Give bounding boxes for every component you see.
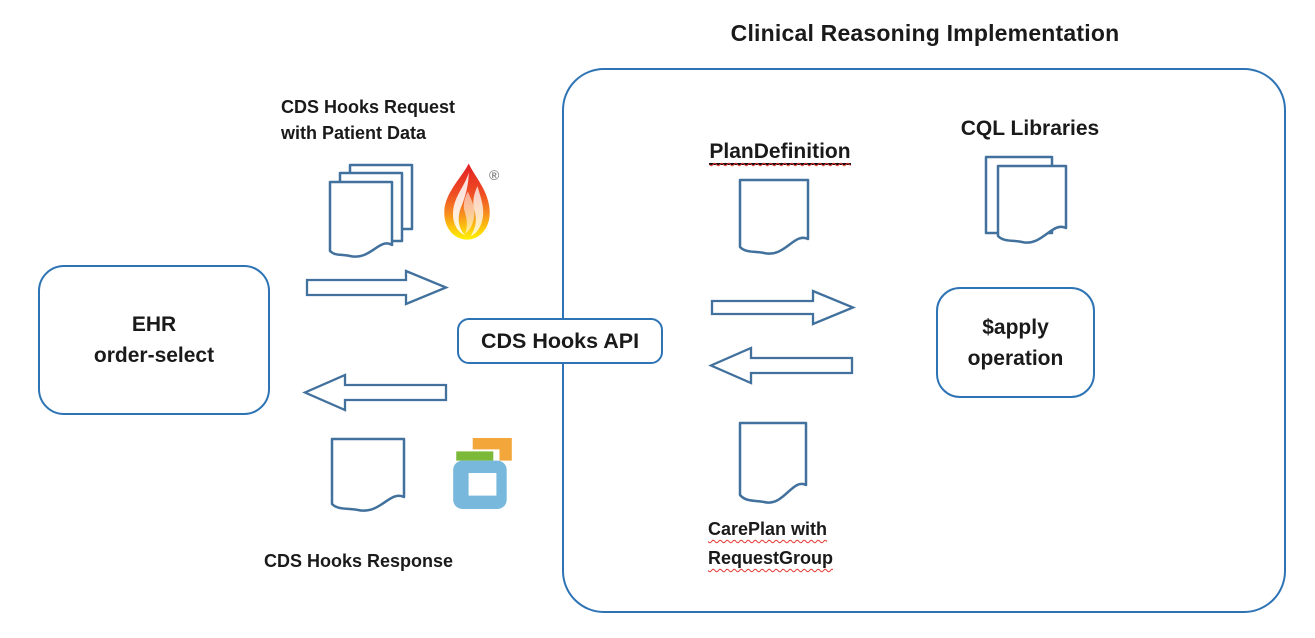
- request-label: CDS Hooks Request with Patient Data: [281, 94, 455, 146]
- cds-hooks-api-node: CDS Hooks API: [457, 318, 663, 364]
- ehr-node: EHR order-select: [38, 265, 270, 415]
- cql-libraries-label: CQL Libraries: [960, 117, 1100, 140]
- ehr-node-label-line1: EHR: [131, 313, 177, 336]
- request-arrow-icon: [305, 269, 450, 306]
- cql-documents-icon: [984, 155, 1068, 249]
- careplan-label: CarePlan with RequestGroup: [708, 515, 833, 573]
- ehr-node-label-line2: order-select: [93, 344, 215, 367]
- careplan-label-line2: RequestGroup: [708, 548, 834, 568]
- careplan-document-icon: [738, 421, 808, 507]
- apply-operation-node: $apply operation: [936, 287, 1095, 398]
- response-arrow-icon: [302, 372, 448, 413]
- apply-operation-label-line1: $apply: [982, 315, 1049, 339]
- cds-hooks-logo-icon: [453, 438, 512, 509]
- plandefinition-label-text: PlanDefinition: [709, 140, 851, 165]
- request-documents-icon: [328, 163, 414, 259]
- response-document-icon: [330, 437, 406, 515]
- plandefinition-document-icon: [738, 178, 810, 258]
- plandefinition-label: PlanDefinition: [680, 140, 880, 165]
- cds-hooks-api-label: CDS Hooks API: [480, 328, 640, 353]
- careplan-label-line1: CarePlan with: [708, 519, 828, 539]
- clinical-reasoning-boundary: [562, 68, 1286, 613]
- response-label: CDS Hooks Response: [264, 551, 454, 571]
- diagram-title: Clinical Reasoning Implementation: [730, 20, 1120, 46]
- apply-operation-label-line2: operation: [967, 346, 1064, 370]
- apply-request-arrow-icon: [710, 289, 857, 326]
- apply-response-arrow-icon: [708, 346, 854, 385]
- request-label-line1: CDS Hooks Request: [281, 97, 456, 117]
- request-label-line2: with Patient Data: [281, 123, 427, 143]
- registered-trademark-mark: ®: [489, 167, 500, 183]
- fhir-flame-icon: [439, 161, 495, 243]
